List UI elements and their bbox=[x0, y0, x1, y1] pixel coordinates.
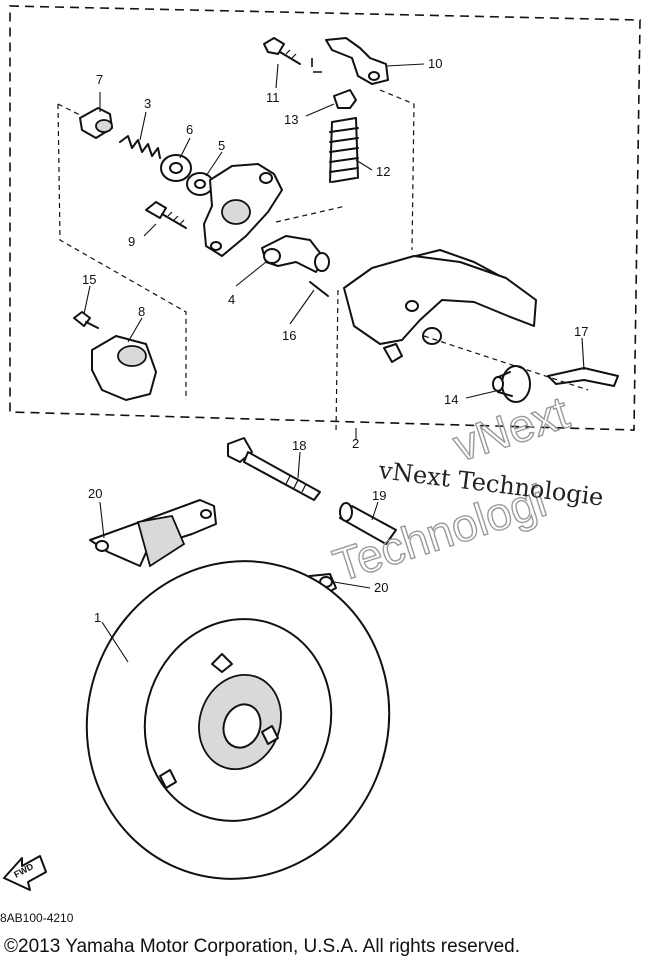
callout-4: 4 bbox=[228, 292, 235, 307]
part-3-spring bbox=[119, 135, 161, 159]
callout-5: 5 bbox=[218, 138, 225, 153]
copyright-notice: ©2013 Yamaha Motor Corporation, U.S.A. A… bbox=[4, 936, 520, 957]
caliper-bracket bbox=[203, 163, 283, 257]
callout-1: 1 bbox=[94, 610, 101, 625]
part-7-adjuster-nut bbox=[79, 107, 113, 139]
callout-13: 13 bbox=[284, 112, 298, 127]
callout-9: 9 bbox=[128, 234, 135, 249]
callout-12: 12 bbox=[376, 164, 390, 179]
part-13-cap bbox=[333, 89, 357, 109]
callout-16: 16 bbox=[282, 328, 296, 343]
part-5-washer bbox=[186, 172, 214, 196]
callout-20-right: 20 bbox=[374, 580, 388, 595]
part-10-bracket bbox=[325, 37, 389, 85]
part-4-cam-lever bbox=[261, 235, 330, 273]
leader-lines bbox=[57, 63, 589, 663]
callout-6: 6 bbox=[186, 122, 193, 137]
part-8-cover bbox=[91, 335, 157, 401]
part-6-washer bbox=[160, 154, 192, 182]
callout-15: 15 bbox=[82, 272, 96, 287]
callout-7: 7 bbox=[96, 72, 103, 87]
callout-18: 18 bbox=[292, 438, 306, 453]
part-20-pad-left bbox=[89, 499, 217, 568]
assembly-boundary bbox=[9, 5, 641, 431]
diagram-code: 8AB100-4210 bbox=[0, 911, 74, 925]
part-19-collar bbox=[339, 502, 397, 545]
part-16-pin bbox=[309, 281, 329, 297]
callout-2: 2 bbox=[352, 436, 359, 451]
part-1-brake-disc bbox=[85, 560, 391, 880]
caliper-housing bbox=[343, 249, 537, 363]
part-15-screw bbox=[73, 311, 99, 329]
callout-10: 10 bbox=[428, 56, 442, 71]
part-12-spring bbox=[329, 117, 359, 183]
callout-17: 17 bbox=[574, 324, 588, 339]
callout-labels: 7 3 6 5 9 4 11 10 13 12 16 15 8 17 14 2 … bbox=[82, 56, 588, 625]
part-14-piston bbox=[492, 365, 531, 403]
part-18-bolt bbox=[227, 437, 321, 501]
callout-3: 3 bbox=[144, 96, 151, 111]
part-11-bolt bbox=[263, 37, 301, 65]
callout-20-left: 20 bbox=[88, 486, 102, 501]
part-17-clip bbox=[547, 367, 619, 387]
fwd-arrow-icon: FWD bbox=[3, 855, 47, 891]
watermark: vNext Technologi vNext Technologie bbox=[326, 385, 605, 592]
part-9-bolt bbox=[145, 201, 187, 229]
callout-11: 11 bbox=[266, 90, 280, 105]
callout-8: 8 bbox=[138, 304, 145, 319]
callout-14: 14 bbox=[444, 392, 458, 407]
callout-19: 19 bbox=[372, 488, 386, 503]
